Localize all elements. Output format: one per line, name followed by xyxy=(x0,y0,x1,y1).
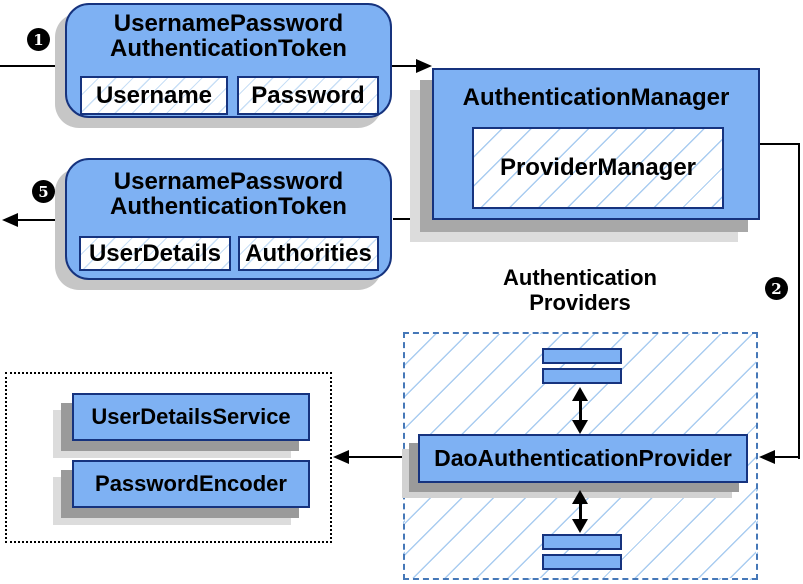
request-token-title: UsernamePassword AuthenticationToken xyxy=(67,11,390,61)
step-2-marker: 2 xyxy=(765,277,788,300)
request-token-title-line-2: AuthenticationToken xyxy=(110,35,347,62)
arrowhead-into-dao-icon xyxy=(759,450,775,464)
arrowhead-result-out-icon xyxy=(2,213,18,227)
connector-dao-to-collaborators xyxy=(349,456,414,458)
password-encoder-box: PasswordEncoder xyxy=(72,460,310,508)
step-1-marker: 1 xyxy=(27,28,50,51)
exchange-arrow-top-down-icon xyxy=(572,420,588,434)
authentication-manager-box: AuthenticationManager ProviderManager xyxy=(432,68,760,220)
connector-manager-to-dao-top xyxy=(760,143,800,145)
providers-heading: Authentication Providers xyxy=(430,265,730,315)
result-token-title-line-2: AuthenticationToken xyxy=(110,193,347,220)
exchange-arrow-bottom-up-icon xyxy=(572,490,588,504)
result-token-box: UsernamePassword AuthenticationToken Use… xyxy=(65,158,392,280)
provider-stack-top-bar-2 xyxy=(542,368,622,384)
connector-manager-to-dao-vertical xyxy=(798,143,800,459)
provider-stack-bottom-bar-1 xyxy=(542,534,622,550)
connector-manager-to-result-token xyxy=(393,218,434,220)
password-field: Password xyxy=(237,76,379,115)
exchange-arrow-bottom xyxy=(579,503,582,522)
provider-stack-bottom-bar-2 xyxy=(542,554,622,570)
dao-authentication-provider-box: DaoAuthenticationProvider xyxy=(418,434,748,483)
request-token-box: UsernamePassword AuthenticationToken Use… xyxy=(65,3,392,118)
providers-heading-line-1: Authentication xyxy=(503,265,657,290)
authorities-field: Authorities xyxy=(238,236,379,271)
exchange-arrow-top-up-icon xyxy=(572,387,588,401)
arrowhead-into-manager-icon xyxy=(416,59,432,73)
provider-manager-box: ProviderManager xyxy=(472,127,724,209)
exchange-arrow-bottom-down-icon xyxy=(572,519,588,533)
connector-token-to-manager xyxy=(391,65,416,67)
user-details-field: UserDetails xyxy=(79,236,231,271)
exchange-arrow-top xyxy=(579,399,582,423)
request-token-title-line-1: UsernamePassword xyxy=(113,10,344,37)
arrowhead-into-collaborators-icon xyxy=(333,450,349,464)
user-details-service-box: UserDetailsService xyxy=(72,393,310,441)
connector-request-in xyxy=(0,65,68,67)
connector-result-out xyxy=(16,219,68,221)
connector-manager-to-dao-bottom xyxy=(775,456,800,458)
providers-heading-line-2: Providers xyxy=(529,290,631,315)
result-token-title-line-1: UsernamePassword xyxy=(113,168,344,195)
provider-stack-top-bar-1 xyxy=(542,348,622,364)
username-field: Username xyxy=(80,76,228,115)
result-token-title: UsernamePassword AuthenticationToken xyxy=(67,169,390,219)
step-5-marker: 5 xyxy=(32,180,55,203)
authentication-manager-title: AuthenticationManager xyxy=(462,84,730,111)
